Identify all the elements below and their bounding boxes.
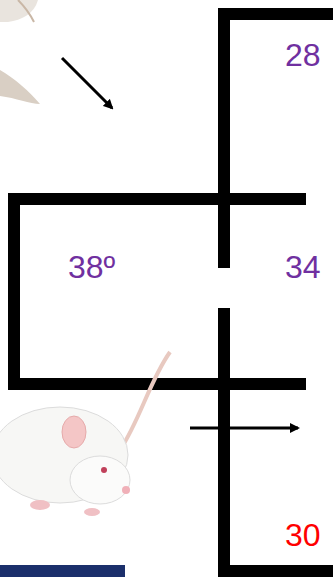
temperature-label: 30	[285, 518, 321, 553]
chamber-label-box: 38º	[66, 248, 117, 287]
mouse-photo	[0, 0, 40, 104]
temperature-label: 34	[285, 250, 321, 285]
chamber-label-box: 28	[283, 36, 323, 75]
entry-arrow	[62, 58, 112, 108]
chamber-label-box: 30	[283, 516, 323, 555]
corner-bar	[0, 565, 125, 577]
temperature-label: 28	[285, 38, 321, 73]
temperature-label: 38º	[68, 250, 115, 285]
chamber-label-box: 34	[283, 248, 323, 287]
direction-arrow	[190, 427, 298, 430]
mouse-photo	[0, 352, 170, 516]
